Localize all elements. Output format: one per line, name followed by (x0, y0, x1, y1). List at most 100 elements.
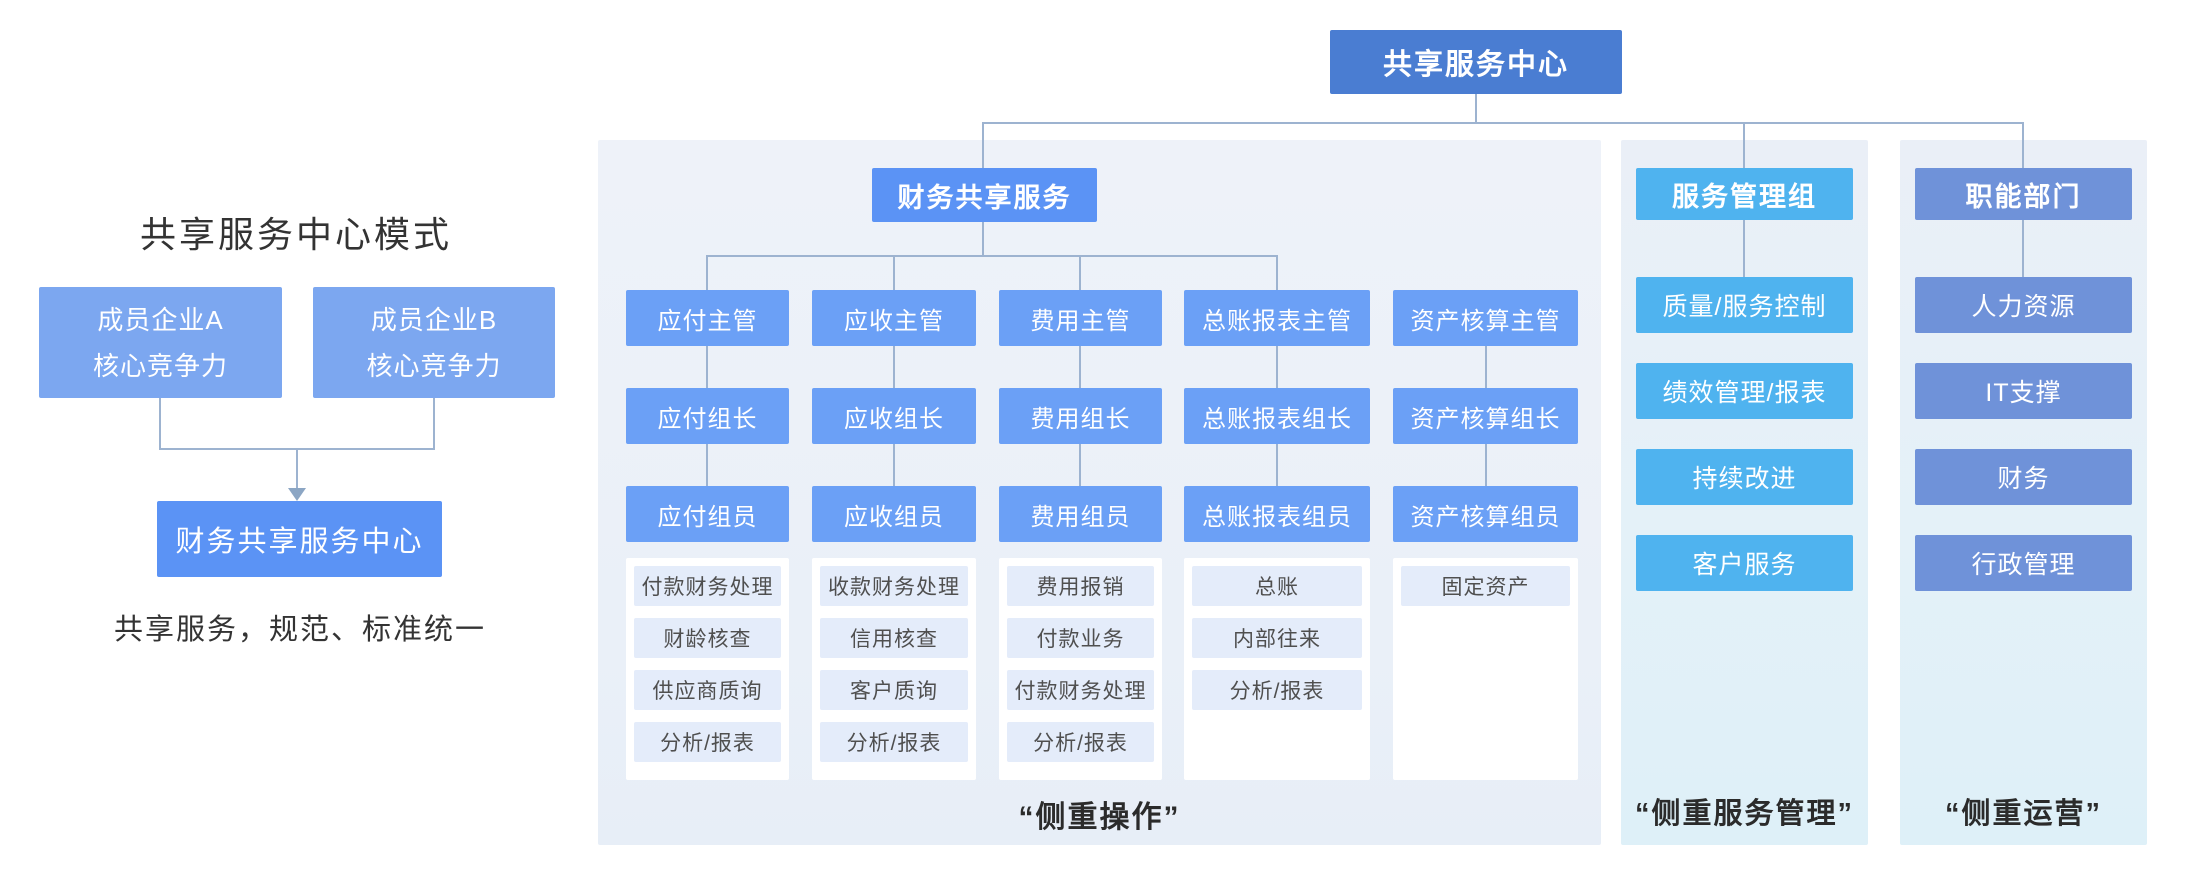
role-box-manager: 资产核算主管 (1393, 290, 1578, 346)
task-item: 内部往来 (1192, 618, 1362, 658)
connector-branch-col2 (893, 255, 895, 290)
role-label: 应付组员 (657, 503, 758, 531)
task-item: 付款财务处理 (634, 566, 781, 606)
function-item-label: 行政管理 (1971, 551, 2076, 579)
role-label: 总账报表组员 (1202, 503, 1352, 531)
connector-to-function (2022, 122, 2024, 168)
role-box-manager: 应收主管 (812, 290, 976, 346)
connector-branch-col4 (1276, 255, 1278, 290)
task-item: 收款财务处理 (820, 566, 968, 606)
connector-col4-mgr-leader (1276, 346, 1278, 388)
function-item-label: IT支撑 (1985, 379, 2062, 407)
task-item: 客户质询 (820, 670, 968, 710)
task-item: 财龄核查 (634, 618, 781, 658)
role-label: 总账报表主管 (1202, 307, 1352, 335)
connector-col4-leader-member (1276, 444, 1278, 486)
service-item-label: 持续改进 (1692, 465, 1797, 493)
function-header-label: 职能部门 (1965, 181, 2082, 212)
role-label: 应收组长 (844, 405, 944, 433)
member-b-line2: 核心竞争力 (366, 350, 502, 381)
member-company-a-box: 成员企业A 核心竞争力 (39, 287, 282, 398)
finance-panel-caption: “侧重操作” (1018, 801, 1181, 834)
connector-col5-mgr-leader (1485, 346, 1487, 388)
service-header-box: 服务管理组 (1636, 168, 1853, 220)
role-box-manager: 总账报表主管 (1184, 290, 1370, 346)
function-item-box: IT支撑 (1915, 363, 2132, 419)
connector-service-stub (1743, 220, 1745, 277)
finance-shared-center-label: 财务共享服务中心 (175, 526, 424, 558)
role-label: 资产核算主管 (1410, 307, 1561, 335)
role-label: 资产核算组员 (1410, 503, 1561, 531)
role-box-leader: 应付组长 (626, 388, 789, 444)
role-box-member: 资产核算组员 (1393, 486, 1578, 542)
left-section-caption: 共享服务，规范、标准统一 (113, 614, 486, 646)
root-label: 共享服务中心 (1382, 49, 1569, 81)
connector-col1-mgr-leader (706, 346, 708, 388)
role-label: 总账报表组长 (1202, 405, 1352, 433)
connector-member-b (433, 398, 435, 450)
function-item-box: 行政管理 (1915, 535, 2132, 591)
function-panel-caption: “侧重运营” (1944, 798, 2102, 830)
role-label: 应付组长 (657, 405, 758, 433)
role-label: 应收主管 (844, 307, 944, 335)
finance-shared-center-box: 财务共享服务中心 (157, 501, 442, 577)
role-box-member: 应收组员 (812, 486, 976, 542)
service-item-label: 客户服务 (1692, 551, 1797, 579)
function-item-box: 财务 (1915, 449, 2132, 505)
service-item-box: 质量/服务控制 (1636, 277, 1853, 333)
role-label: 费用组员 (1030, 503, 1131, 531)
task-item: 分析/报表 (1192, 670, 1362, 710)
connector-to-finance (982, 122, 984, 168)
role-box-leader: 总账报表组长 (1184, 388, 1370, 444)
task-card: 付款财务处理 财龄核查 供应商质询 分析/报表 (626, 558, 789, 780)
task-card: 总账 内部往来 分析/报表 (1184, 558, 1370, 780)
role-label: 应收组员 (844, 503, 944, 531)
task-item: 供应商质询 (634, 670, 781, 710)
task-card: 固定资产 (1393, 558, 1578, 780)
connector-col2-mgr-leader (893, 346, 895, 388)
role-label: 资产核算组长 (1410, 405, 1561, 433)
connector-finance-branch (706, 255, 1278, 257)
role-label: 费用主管 (1030, 307, 1131, 335)
task-item: 付款财务处理 (1007, 670, 1154, 710)
task-item: 分析/报表 (1007, 722, 1154, 762)
connector-root-branch (983, 122, 2024, 124)
role-label: 应付主管 (657, 307, 758, 335)
finance-header-box: 财务共享服务 (872, 168, 1097, 222)
connector-col1-leader-member (706, 444, 708, 486)
connector-root-stub (1475, 94, 1477, 122)
member-a-line2: 核心竞争力 (92, 350, 228, 381)
arrow-down-icon (288, 488, 306, 501)
connector-col3-mgr-leader (1079, 346, 1081, 388)
service-panel-caption: “侧重服务管理” (1634, 798, 1854, 830)
role-box-member: 总账报表组员 (1184, 486, 1370, 542)
service-item-box: 客户服务 (1636, 535, 1853, 591)
connector-member-a (159, 398, 161, 450)
task-item: 付款业务 (1007, 618, 1154, 658)
role-box-leader: 费用组长 (999, 388, 1162, 444)
service-item-label: 质量/服务控制 (1662, 293, 1827, 321)
task-item: 费用报销 (1007, 566, 1154, 606)
left-section-title: 共享服务中心模式 (139, 214, 452, 255)
connector-arrow-stem (296, 448, 298, 490)
task-card: 费用报销 付款业务 付款财务处理 分析/报表 (999, 558, 1162, 780)
connector-col5-leader-member (1485, 444, 1487, 486)
connector-col3-leader-member (1079, 444, 1081, 486)
task-item: 分析/报表 (820, 722, 968, 762)
function-header-box: 职能部门 (1915, 168, 2132, 220)
service-item-box: 持续改进 (1636, 449, 1853, 505)
function-item-label: 财务 (1997, 465, 2050, 493)
finance-header-label: 财务共享服务 (897, 182, 1072, 213)
task-item: 固定资产 (1401, 566, 1570, 606)
service-item-box: 绩效管理/报表 (1636, 363, 1853, 419)
connector-col2-leader-member (893, 444, 895, 486)
task-card: 收款财务处理 信用核查 客户质询 分析/报表 (812, 558, 976, 780)
connector-branch-col3 (1079, 255, 1081, 290)
role-box-leader: 应收组长 (812, 388, 976, 444)
root-box: 共享服务中心 (1330, 30, 1622, 94)
role-box-member: 费用组员 (999, 486, 1162, 542)
connector-finance-stub (982, 222, 984, 255)
member-a-line1: 成员企业A (97, 304, 224, 335)
service-item-label: 绩效管理/报表 (1662, 379, 1827, 407)
